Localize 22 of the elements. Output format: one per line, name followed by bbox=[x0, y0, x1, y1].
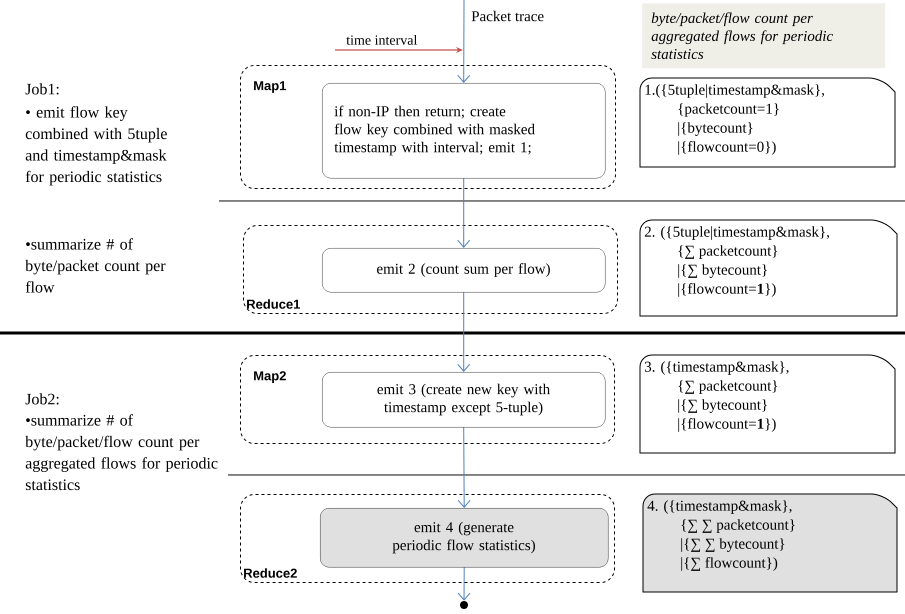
arrow bbox=[458, 426, 471, 508]
process-box: emit 4 (generate periodic flow statistics) bbox=[320, 508, 608, 568]
edge-label: Packet trace bbox=[470, 10, 546, 22]
caption-text: time interval bbox=[346, 34, 418, 45]
process-box: emit 3 (create new key with timestamp except 5-tuple) bbox=[322, 372, 606, 428]
process-box: if non-IP then return; create flow key combined with masked timestamp with interval; emit 1; bbox=[322, 83, 606, 178]
process-box: emit 2 (count sum per flow) bbox=[322, 248, 606, 292]
callout-box: 1.({5tuple|timestamp&mask}, {packetcount=1} |{bytecount} |{flowcount=0}) bbox=[640, 78, 896, 168]
end-dot bbox=[460, 601, 468, 609]
arrow bbox=[457, 292, 470, 372]
arrow bbox=[457, 0, 470, 83]
description-text: •summarize # of byte/packet/flow count per aggregated flows for periodic statistics bbox=[25, 414, 218, 490]
arrow bbox=[457, 178, 470, 248]
callout-box: 2. ({5tuple|timestamp&mask}, {∑ packetcount} |{∑ bytecount} |{flowcount=1}) bbox=[640, 220, 898, 316]
arrow bbox=[458, 566, 471, 601]
description-text: Job2: bbox=[26, 393, 59, 405]
description-text: Job1: bbox=[26, 83, 59, 95]
note-box: byte/packet/flow count per aggregated flows for periodic statistics bbox=[642, 3, 886, 68]
description-text: •summarize # of byte/packet count per flow bbox=[25, 238, 166, 293]
callout-box: 4. ({timestamp&mask}, {∑ ∑ packetcount} |{∑ ∑ bytecount} |{∑ flowcount}) bbox=[642, 494, 898, 592]
callout-box: 3. ({timestamp&mask}, {∑ packetcount} |{∑ bytecount} |{flowcount=1}) bbox=[640, 354, 896, 454]
description-text: • emit flow key combined with 5tuple and timestamp&mask for periodic statistics bbox=[26, 106, 167, 186]
